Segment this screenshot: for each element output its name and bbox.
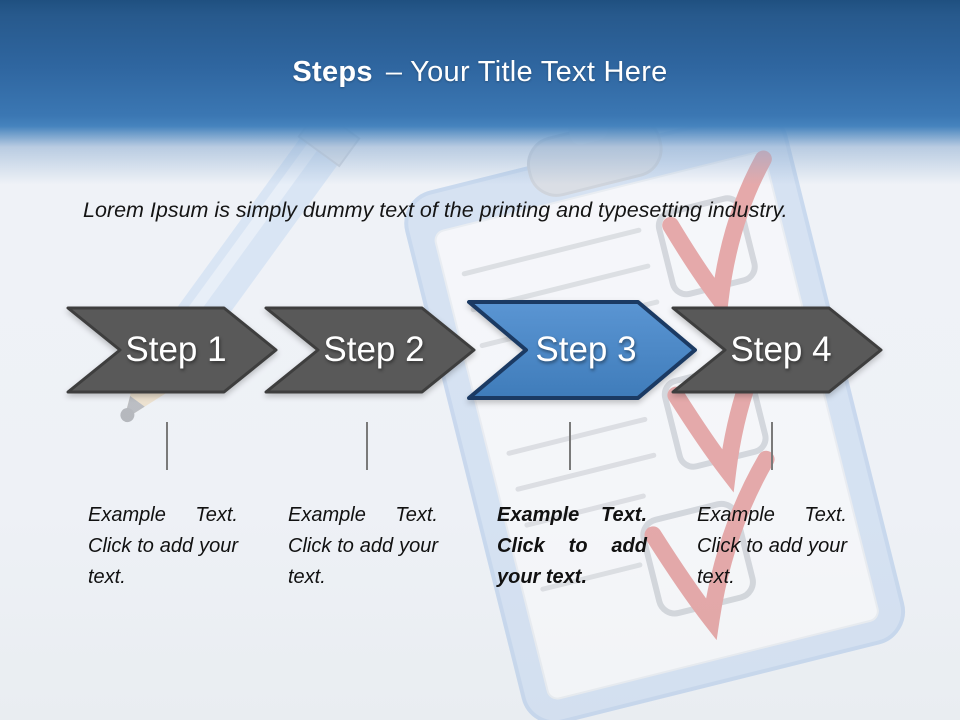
step-label-2: Step 2 <box>323 330 425 369</box>
slide-title-rest: – Your Title Text Here <box>385 56 668 88</box>
step-arrow-3-active[interactable]: Step 3 <box>466 299 698 401</box>
slide-title-lead: Steps <box>292 56 373 88</box>
connector-line-3 <box>569 422 571 470</box>
step-description-4[interactable]: Example Text. Click to add your text. <box>697 504 847 589</box>
connector-line-4 <box>771 422 773 470</box>
slide-title[interactable]: Steps – Your Title Text Here <box>0 56 960 89</box>
step-label-1: Step 1 <box>125 330 227 369</box>
connector-line-1 <box>166 422 168 470</box>
step-arrow-2[interactable]: Step 2 <box>264 306 476 394</box>
step-label-4: Step 4 <box>730 330 832 369</box>
step-description-1[interactable]: Example Text. Click to add your text. <box>88 504 238 589</box>
connector-line-2 <box>366 422 368 470</box>
intro-text[interactable]: Lorem Ipsum is simply dummy text of the … <box>83 198 788 222</box>
clipboard-icon <box>404 110 906 720</box>
step-description-2[interactable]: Example Text. Click to add your text. <box>288 504 438 589</box>
step-description-3[interactable]: Example Text. Click to add your text. <box>497 504 647 589</box>
step-arrow-4[interactable]: Step 4 <box>671 306 883 394</box>
step-label-3: Step 3 <box>535 330 637 369</box>
step-arrow-1[interactable]: Step 1 <box>66 306 278 394</box>
